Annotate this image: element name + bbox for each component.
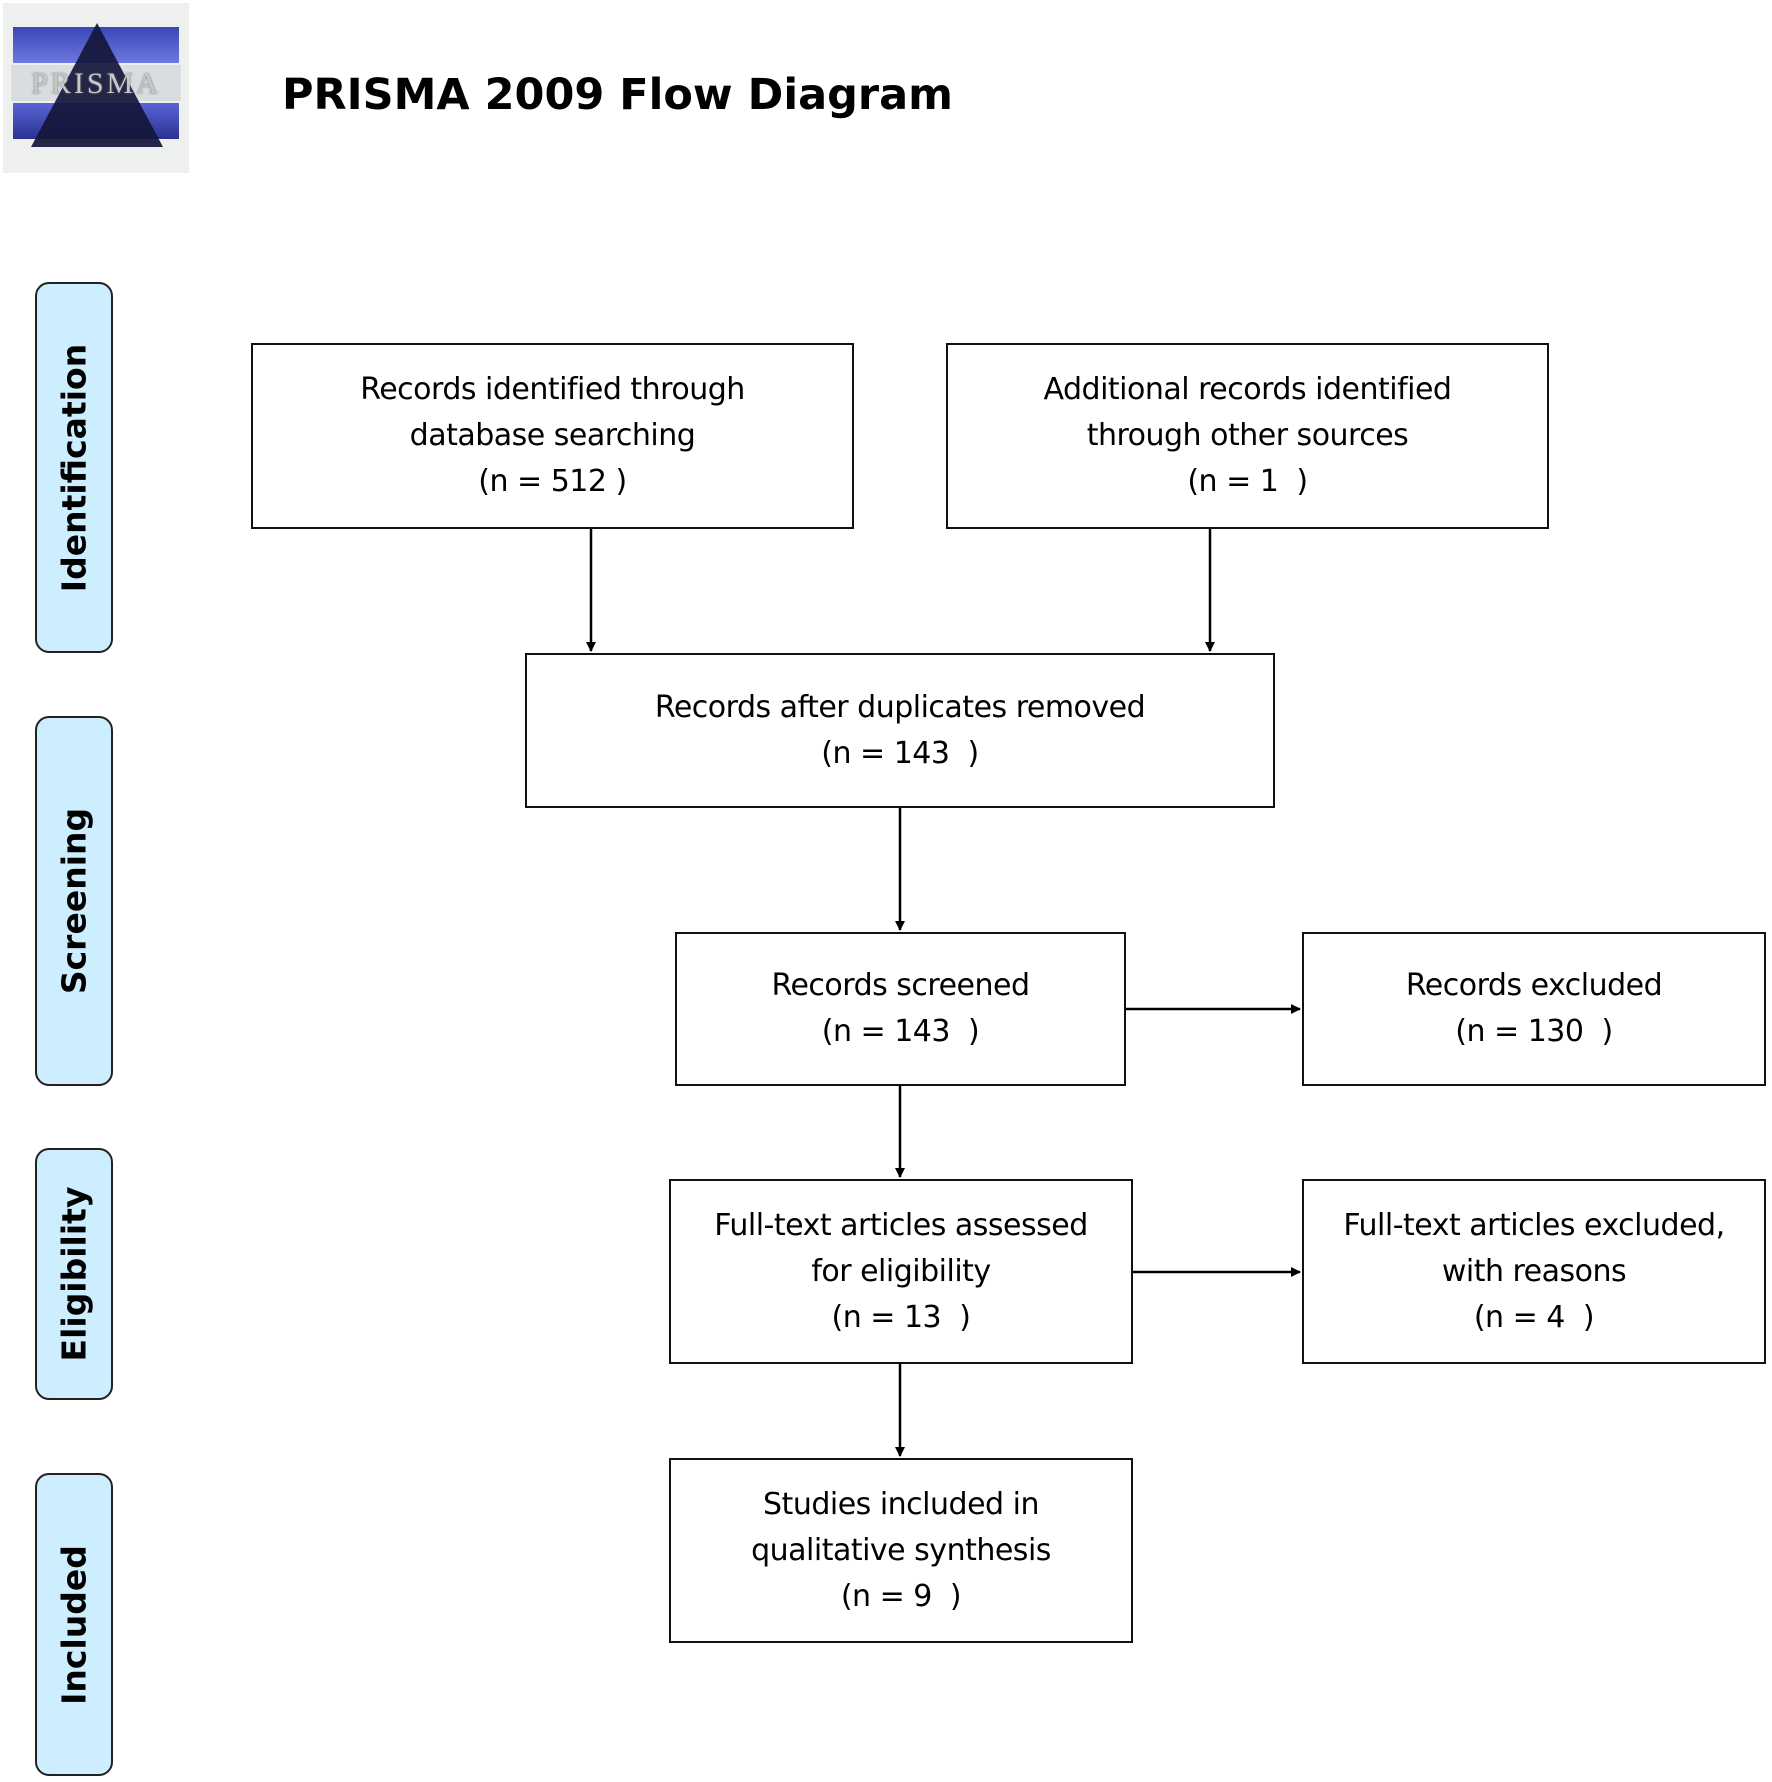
box-fulltext-excluded: Full-text articles excluded, with reason… xyxy=(1302,1179,1766,1364)
box-count: (n = 512 ) xyxy=(478,464,627,499)
box-records-excluded: Records excluded (n = 130 ) xyxy=(1302,932,1766,1086)
box-count: (n = 1 ) xyxy=(1187,464,1308,499)
box-records-database-searching: Records identified through database sear… xyxy=(251,343,854,529)
box-text-line: through other sources xyxy=(1086,418,1409,453)
stage-included: Included xyxy=(35,1473,113,1776)
box-studies-included: Studies included in qualitative synthesi… xyxy=(669,1458,1133,1643)
box-text-line: Full-text articles excluded, xyxy=(1343,1207,1725,1243)
box-records-other-sources: Additional records identified through ot… xyxy=(946,343,1549,529)
box-text-line: qualitative synthesis xyxy=(751,1532,1051,1568)
box-count: (n = 143 ) xyxy=(821,1014,980,1049)
box-text-line: Records excluded xyxy=(1405,968,1663,1003)
box-count: (n = 9 ) xyxy=(840,1578,962,1614)
stage-screening: Screening xyxy=(35,716,113,1086)
page-title: PRISMA 2009 Flow Diagram xyxy=(282,70,953,120)
logo-text: PRISMA xyxy=(31,67,161,100)
stage-eligibility: Eligibility xyxy=(35,1148,113,1400)
box-text-line: Records screened xyxy=(771,968,1030,1003)
box-text-line: for eligibility xyxy=(811,1253,991,1289)
stage-identification: Identification xyxy=(35,282,113,653)
box-records-screened: Records screened (n = 143 ) xyxy=(675,932,1126,1086)
box-text-line: with reasons xyxy=(1441,1253,1627,1289)
box-count: (n = 4 ) xyxy=(1473,1299,1595,1335)
box-fulltext-assessed: Full-text articles assessed for eligibil… xyxy=(669,1179,1133,1364)
logo-triangle-icon xyxy=(31,23,163,147)
prisma-logo: PRISMA xyxy=(3,3,189,173)
box-text-line: Records after duplicates removed xyxy=(654,689,1146,725)
box-count: (n = 130 ) xyxy=(1455,1014,1613,1049)
box-records-after-duplicates: Records after duplicates removed (n = 14… xyxy=(525,653,1275,808)
box-text-line: database searching xyxy=(409,418,696,453)
box-count: (n = 13 ) xyxy=(831,1299,971,1335)
box-count: (n = 143 ) xyxy=(821,735,979,771)
box-text-line: Studies included in xyxy=(763,1486,1039,1522)
box-text-line: Additional records identified xyxy=(1043,372,1452,407)
box-text-line: Full-text articles assessed xyxy=(714,1207,1088,1243)
box-text-line: Records identified through xyxy=(360,372,745,407)
